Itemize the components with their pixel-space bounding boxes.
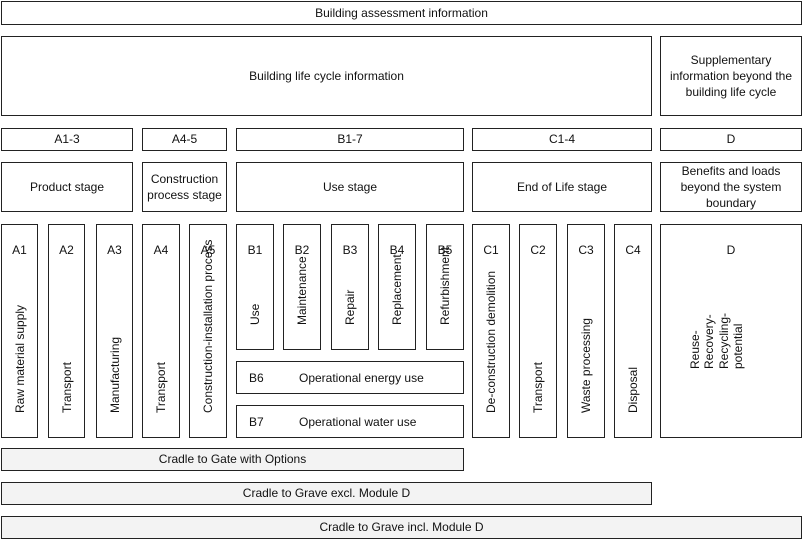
module-c1: C1 De-construction demolition <box>472 224 510 438</box>
stage-end-of-life: End of Life stage <box>472 162 652 212</box>
module-a2: A2 Transport <box>48 224 85 438</box>
scope-label: Cradle to Gate with Options <box>158 452 307 467</box>
stage-label: Construction process stage <box>147 171 222 202</box>
scope-label: Cradle to Grave excl. Module D <box>242 486 411 501</box>
module-label: Replacement <box>390 254 404 325</box>
module-label: Maintenance <box>295 256 309 325</box>
module-label: Repair <box>343 289 357 325</box>
module-c3: C3 Waste processing <box>567 224 605 438</box>
stage-label: Product stage <box>29 179 105 194</box>
module-code: B5 <box>437 243 453 257</box>
module-code: B4 <box>389 243 405 257</box>
module-code: B7 <box>249 414 264 429</box>
module-a1: A1 Raw material supply <box>1 224 38 438</box>
module-label: Transport <box>531 362 545 413</box>
building-assessment-header: Building assessment information <box>1 1 802 25</box>
life-cycle-label: Building life cycle information <box>249 68 404 83</box>
module-label: Transport <box>59 362 74 413</box>
module-label: Refurbishment <box>438 246 452 325</box>
module-code: B2 <box>294 243 310 257</box>
module-code: D <box>726 243 736 257</box>
module-code: C2 <box>530 243 546 257</box>
life-cycle-header: Building life cycle information <box>1 36 652 116</box>
module-code: A4 <box>153 243 169 257</box>
module-b5: B5 Refurbishment <box>426 224 464 350</box>
module-label: Waste processing <box>579 318 593 413</box>
stage-benefits-loads: Benefits and loads beyond the system bou… <box>660 162 802 212</box>
module-label: Disposal <box>626 366 640 413</box>
module-code: C4 <box>625 243 641 257</box>
scope-cradle-to-grave-incl-d: Cradle to Grave incl. Module D <box>1 516 802 539</box>
module-a5: A5 Construction-installation process <box>189 224 227 438</box>
group-code-a1-3: A1-3 <box>1 128 133 151</box>
module-a4: A4 Transport <box>142 224 180 438</box>
module-label: Operational water use <box>299 414 417 429</box>
module-code: C3 <box>578 243 594 257</box>
group-code-label: D <box>726 132 736 147</box>
module-code: A1 <box>12 243 27 257</box>
module-code: B1 <box>247 243 263 257</box>
module-label: Construction-installation process <box>201 239 215 413</box>
module-code: B3 <box>342 243 358 257</box>
group-code-label: B1-7 <box>337 132 363 147</box>
module-label: Reuse-Recovery-Recycling-potential <box>688 313 746 370</box>
stage-label: End of Life stage <box>516 179 608 194</box>
module-c4: C4 Disposal <box>614 224 652 438</box>
module-b3: B3 Repair <box>331 224 369 350</box>
group-code-a4-5: A4-5 <box>142 128 227 151</box>
module-label: Use <box>248 303 262 325</box>
stage-label: Use stage <box>322 179 378 194</box>
group-code-label: C1-4 <box>548 132 575 147</box>
stage-use: Use stage <box>236 162 464 212</box>
stage-label: Benefits and loads beyond the system bou… <box>680 163 782 211</box>
module-code: A3 <box>107 243 122 257</box>
group-code-label: A1-3 <box>54 132 80 147</box>
group-code-label: A4-5 <box>171 132 198 147</box>
module-a3: A3 Manufacturing <box>96 224 133 438</box>
module-label: Transport <box>154 362 168 413</box>
module-code: A2 <box>59 243 74 257</box>
module-code: B6 <box>249 370 264 385</box>
module-code: C1 <box>483 243 499 257</box>
module-code: A5 <box>200 243 216 257</box>
scope-label: Cradle to Grave incl. Module D <box>319 520 484 535</box>
module-label: Manufacturing <box>107 336 122 413</box>
group-code-c1-4: C1-4 <box>472 128 652 151</box>
group-code-d: D <box>660 128 802 151</box>
scope-cradle-to-gate: Cradle to Gate with Options <box>1 448 464 471</box>
building-assessment-label: Building assessment information <box>315 5 488 20</box>
supplementary-header: Supplementary information beyond the bui… <box>660 36 802 116</box>
module-label: Operational energy use <box>299 370 424 385</box>
module-b2: B2 Maintenance <box>283 224 321 350</box>
module-b1: B1 Use <box>236 224 274 350</box>
module-b7: B7 Operational water use <box>236 405 464 438</box>
scope-cradle-to-grave-excl-d: Cradle to Grave excl. Module D <box>1 482 652 505</box>
module-d: D Reuse-Recovery-Recycling-potential <box>660 224 802 438</box>
module-c2: C2 Transport <box>519 224 557 438</box>
stage-construction: Construction process stage <box>142 162 227 212</box>
module-label: Raw material supply <box>12 304 27 413</box>
module-label: De-construction demolition <box>484 270 498 413</box>
stage-product: Product stage <box>1 162 133 212</box>
supplementary-label: Supplementary information beyond the bui… <box>669 52 793 100</box>
module-b4: B4 Replacement <box>378 224 416 350</box>
group-code-b1-7: B1-7 <box>236 128 464 151</box>
module-b6: B6 Operational energy use <box>236 361 464 394</box>
